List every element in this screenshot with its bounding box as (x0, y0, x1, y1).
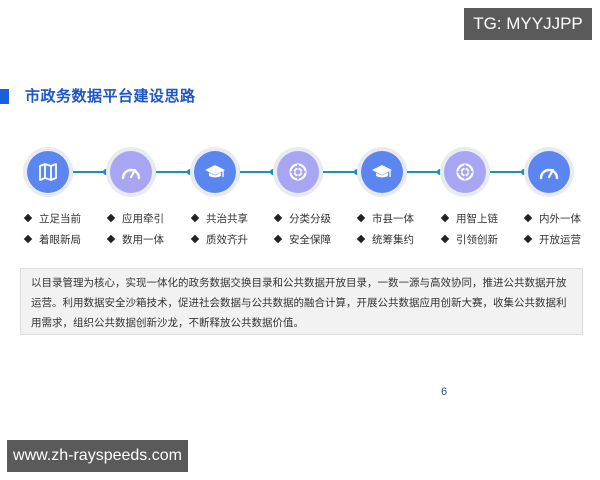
flow-step-7 (524, 147, 574, 197)
bullet-diamond-icon (523, 213, 533, 223)
step-label: 分类分级 (273, 211, 331, 226)
lifebuoy-icon (289, 163, 307, 181)
flow-step-6 (440, 147, 490, 197)
bullet-diamond-icon (106, 234, 116, 244)
flow-diagram (0, 140, 600, 204)
graduation-cap-icon (372, 165, 392, 178)
flow-step-5 (357, 147, 407, 197)
step-label: 数用一体 (106, 232, 164, 247)
step-label: 立足当前 (23, 211, 81, 226)
watermark-top-right: TG: MYYJJPP (464, 8, 592, 40)
bullet-diamond-icon (356, 234, 366, 244)
connector-line (156, 171, 191, 173)
connector-line (407, 171, 441, 173)
bullet-diamond-icon (23, 213, 33, 223)
step-label: 内外一体 (523, 211, 581, 226)
bullet-diamond-icon (190, 234, 200, 244)
flow-step-4 (273, 147, 323, 197)
page-title: 市政务数据平台建设思路 (25, 87, 196, 105)
flow-step-1 (23, 147, 73, 197)
bullet-diamond-icon (273, 234, 283, 244)
connector-line (240, 171, 274, 173)
connector-line (73, 171, 107, 173)
step-label: 应用牵引 (106, 211, 164, 226)
description-box: 以目录管理为核心，实现一体化的政务数据交换目录和公共数据开放目录，一数一源与高效… (20, 268, 583, 335)
step-label: 用智上链 (440, 211, 498, 226)
gauge-icon (539, 168, 559, 180)
flow-step-2 (106, 147, 156, 197)
page-number: 6 (441, 386, 448, 398)
bullet-diamond-icon (190, 213, 200, 223)
step-labels: 立足当前 着眼新局 应用牵引 数用一体 共治共享 质效齐升 分类分级 安全保障 … (0, 208, 600, 252)
bullet-diamond-icon (273, 213, 283, 223)
step-label: 统筹集约 (356, 232, 414, 247)
connector-line (490, 171, 525, 173)
map-icon (39, 163, 57, 181)
bullet-diamond-icon (23, 234, 33, 244)
lifebuoy-icon (456, 163, 474, 181)
title-accent-bar (0, 89, 9, 104)
step-label: 共治共享 (190, 211, 248, 226)
bullet-diamond-icon (356, 213, 366, 223)
graduation-cap-icon (205, 165, 225, 178)
step-label: 质效齐升 (190, 232, 248, 247)
step-label: 开放运营 (523, 232, 581, 247)
gauge-icon (121, 168, 141, 180)
flow-step-3 (190, 147, 240, 197)
bullet-diamond-icon (440, 213, 450, 223)
step-label: 引领创新 (440, 232, 498, 247)
step-label: 着眼新局 (23, 232, 81, 247)
watermark-bottom-left: www.zh-rayspeeds.com (7, 440, 188, 472)
bullet-diamond-icon (440, 234, 450, 244)
connector-line (323, 171, 358, 173)
step-label: 市县一体 (356, 211, 414, 226)
bullet-diamond-icon (523, 234, 533, 244)
bullet-diamond-icon (106, 213, 116, 223)
step-label: 安全保障 (273, 232, 331, 247)
